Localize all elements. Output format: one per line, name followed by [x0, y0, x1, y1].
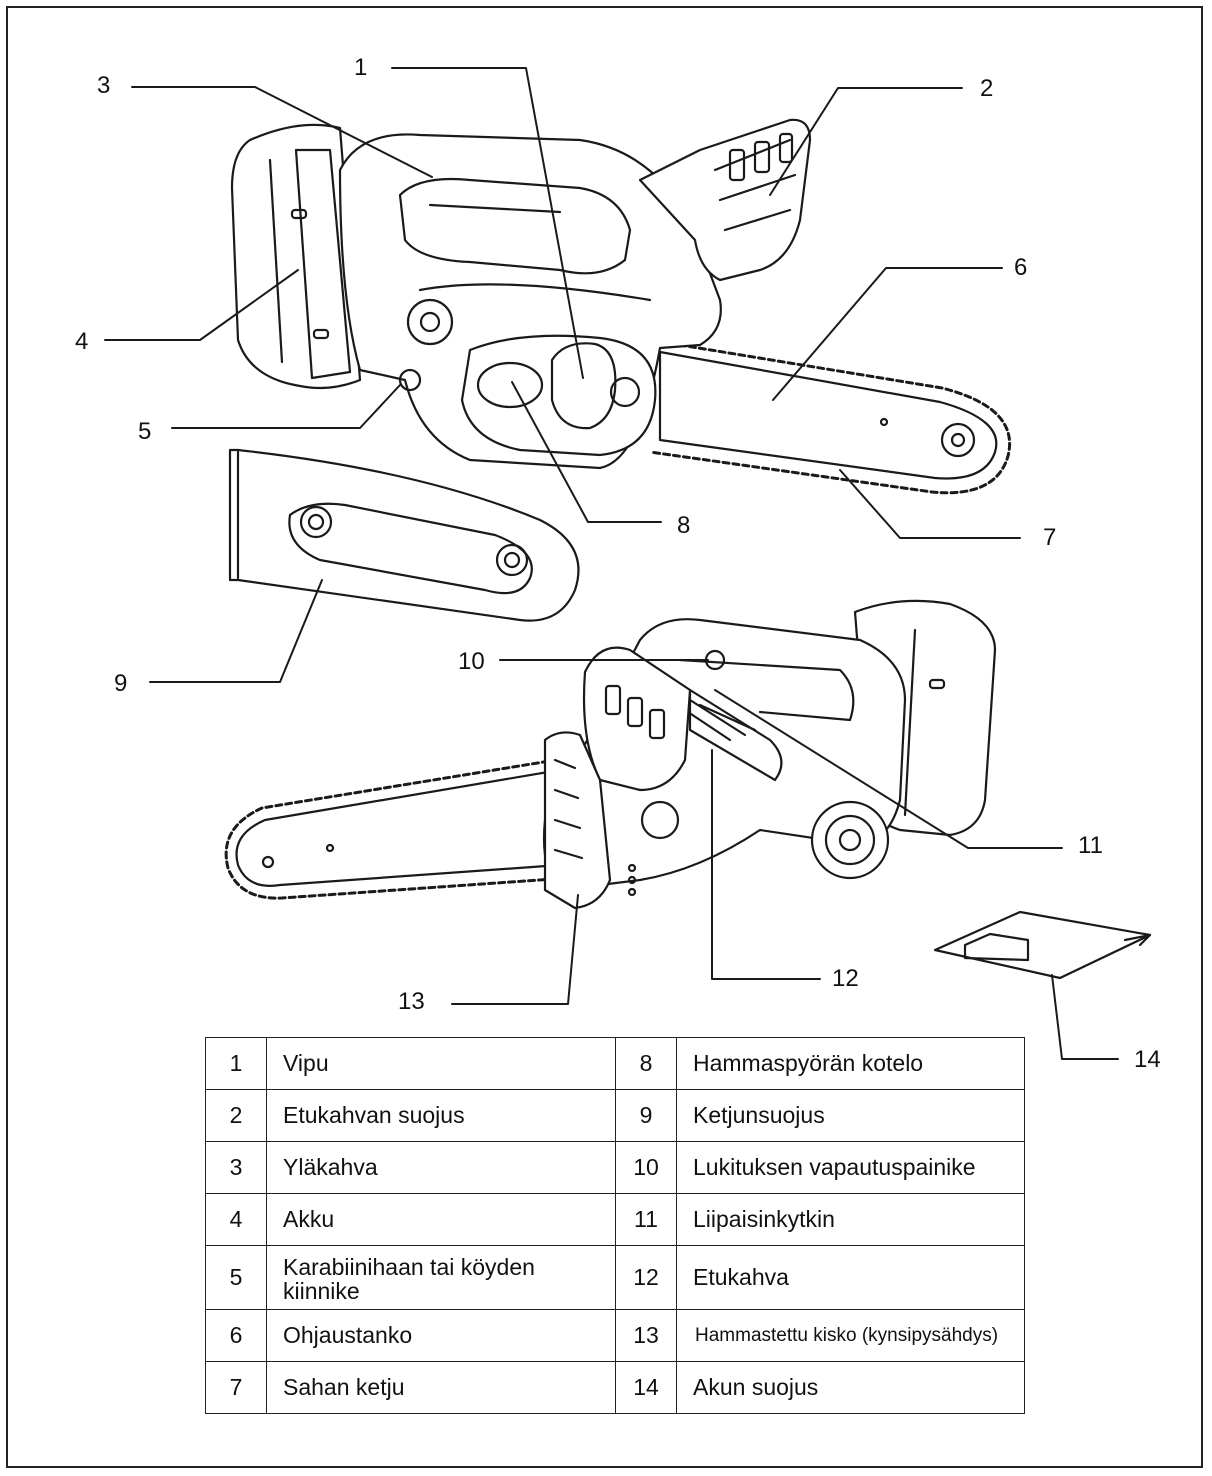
legend-label: Etukahvan suojus [266, 1089, 616, 1142]
front-hand-guard-upper [638, 118, 812, 282]
callout-10: 10 [458, 648, 485, 675]
legend-row: 1 Vipu 8 Hammaspyörän kotelo [205, 1037, 1025, 1090]
legend-row: 2 Etukahvan suojus 9 Ketjunsuojus [205, 1089, 1025, 1142]
legend-label: Etukahva [676, 1245, 1025, 1310]
bumper-spike [543, 731, 637, 910]
legend-number: 9 [615, 1089, 677, 1142]
battery-cover [933, 910, 1152, 980]
legend-number: 10 [615, 1141, 677, 1194]
callout-3: 3 [97, 72, 111, 99]
parts-legend-table: 1 Vipu 8 Hammaspyörän kotelo 2 Etukahvan… [205, 1037, 1025, 1414]
legend-number: 12 [615, 1245, 677, 1310]
callout-6: 6 [1014, 254, 1028, 281]
figure-frame [6, 6, 1203, 1468]
legend-label: Lukituksen vapautuspainike [676, 1141, 1025, 1194]
legend-label: Akun suojus [676, 1361, 1025, 1414]
legend-number: 8 [615, 1037, 677, 1090]
legend-label: Akku [266, 1193, 616, 1246]
legend-number: 13 [615, 1309, 677, 1362]
guide-bar-upper [648, 338, 1011, 495]
chain-guard [228, 448, 580, 622]
legend-row: 5 Karabiinihaan tai köyden kiinnike 12 E… [205, 1245, 1025, 1310]
legend-number: 5 [205, 1245, 267, 1310]
callout-11: 11 [1078, 832, 1103, 859]
guide-bar-lower [224, 756, 570, 900]
callout-8: 8 [677, 512, 691, 539]
legend-label: Ketjunsuojus [676, 1089, 1025, 1142]
legend-label: Ohjaustanko [266, 1309, 616, 1362]
legend-label: Vipu [266, 1037, 616, 1090]
callout-5: 5 [138, 418, 152, 445]
chainsaw-top-view [230, 118, 1011, 495]
legend-number: 1 [205, 1037, 267, 1090]
front-hand-guard-lower [582, 646, 692, 792]
callout-1: 1 [354, 54, 368, 81]
legend-label: Yläkahva [266, 1141, 616, 1194]
callout-2: 2 [980, 75, 994, 102]
legend-label: Liipaisinkytkin [676, 1193, 1025, 1246]
legend-label: Karabiinihaan tai köyden kiinnike [266, 1245, 616, 1310]
callout-9: 9 [114, 670, 128, 697]
body-upper [338, 133, 722, 470]
callout-4: 4 [75, 328, 89, 355]
legend-label: Sahan ketju [266, 1361, 616, 1414]
legend-row: 3 Yläkahva 10 Lukituksen vapautuspainike [205, 1141, 1025, 1194]
battery-upper [230, 123, 362, 390]
legend-row: 4 Akku 11 Liipaisinkytkin [205, 1193, 1025, 1246]
leader-lines [104, 67, 1119, 1060]
legend-row: 6 Ohjaustanko 13 Hammastettu kisko (kyns… [205, 1309, 1025, 1362]
legend-label: Hammaspyörän kotelo [676, 1037, 1025, 1090]
chainsaw-bottom-view [224, 599, 997, 910]
legend-row: 7 Sahan ketju 14 Akun suojus [205, 1361, 1025, 1414]
legend-number: 4 [205, 1193, 267, 1246]
legend-number: 2 [205, 1089, 267, 1142]
legend-number: 6 [205, 1309, 267, 1362]
legend-label: Hammastettu kisko (kynsipysähdys) [676, 1309, 1025, 1362]
legend-number: 14 [615, 1361, 677, 1414]
legend-number: 11 [615, 1193, 677, 1246]
callout-13: 13 [398, 988, 425, 1015]
legend-number: 7 [205, 1361, 267, 1414]
legend-number: 3 [205, 1141, 267, 1194]
callout-14: 14 [1134, 1046, 1161, 1073]
callout-7: 7 [1043, 524, 1057, 551]
callout-12: 12 [832, 965, 859, 992]
